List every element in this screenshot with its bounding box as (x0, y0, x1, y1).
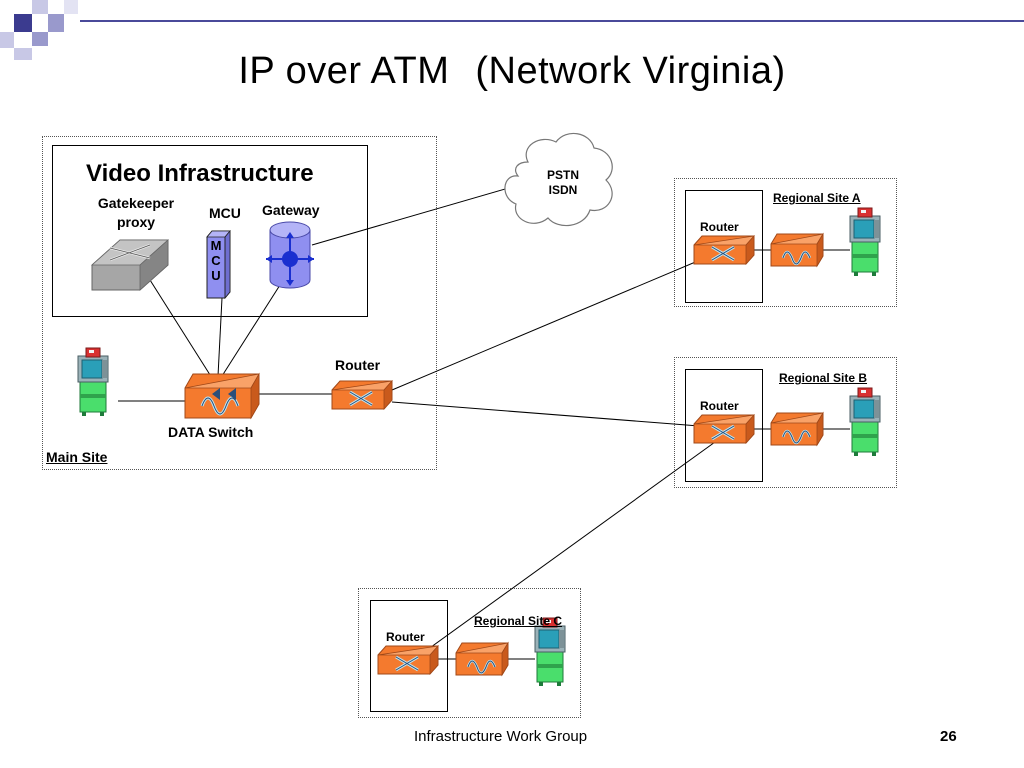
gateway-icon (266, 221, 314, 289)
connection-lines (118, 186, 850, 660)
site-b-router-icon (692, 413, 756, 445)
pstn-isdn-cloud (504, 132, 613, 227)
site-a-terminal-icon (849, 207, 881, 277)
page-number: 26 (940, 728, 957, 745)
regional-site-b-label: Regional Site B (779, 371, 868, 385)
title-main: IP over ATM (238, 50, 450, 92)
site-a-router-label: Router (700, 220, 739, 234)
gatekeeper-label: Gatekeeper proxy (86, 194, 186, 232)
mcu-label: MCU (209, 205, 241, 221)
mcu-icon (206, 229, 231, 300)
regional-site-c-label: Regional Site C (474, 614, 563, 628)
cloud-label-isdn: ISDN (548, 183, 578, 197)
regional-site-a-label: Regional Site A (773, 191, 861, 205)
main-router-icon (330, 379, 394, 411)
main-site-box (42, 136, 437, 470)
site-b-router-label: Router (700, 399, 739, 413)
cloud-label-pstn: PSTN (546, 168, 579, 182)
gateway-label: Gateway (262, 202, 320, 218)
regional-site-c-box (358, 588, 581, 718)
gatekeeper-label-line2: proxy (116, 214, 156, 230)
site-c-router-icon (376, 644, 440, 676)
gatekeeper-label-line1: Gatekeeper (97, 195, 175, 211)
site-a-router-icon (692, 234, 756, 266)
mcu-letter-c: C (211, 253, 221, 268)
site-a-switch-icon (769, 232, 825, 268)
site-b-terminal-icon (849, 387, 881, 457)
video-infrastructure-title: Video Infrastructure (86, 160, 314, 187)
mcu-letter-u: U (211, 268, 221, 283)
site-c-switch-icon (454, 641, 510, 677)
site-c-router-label: Router (386, 630, 425, 644)
site-c-terminal-icon (534, 617, 566, 687)
cloud-label: PSTN ISDN (538, 168, 588, 198)
title-sub: (Network Virginia) (475, 50, 786, 92)
slide-title: IP over ATM (Network Virginia) (0, 50, 1024, 93)
main-site-label: Main Site (46, 449, 108, 465)
gatekeeper-icon (90, 239, 170, 291)
mcu-letter-m: M (210, 238, 222, 253)
regional-site-b-box (674, 357, 897, 488)
site-b-switch-icon (769, 411, 825, 447)
main-site-terminal-icon (77, 347, 109, 417)
main-router-label: Router (335, 357, 381, 373)
footer-group: Infrastructure Work Group (414, 728, 588, 745)
mcu-letters: M C U (207, 238, 225, 283)
data-switch-icon (183, 372, 261, 420)
regional-site-a-box (674, 178, 897, 307)
data-switch-label: DATA Switch (168, 424, 254, 440)
